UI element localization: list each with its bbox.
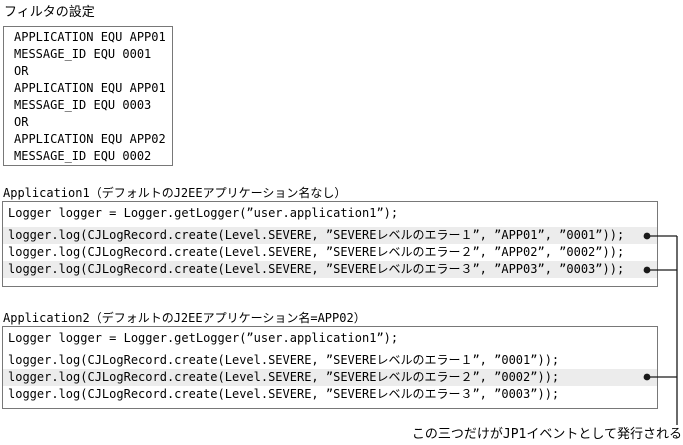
filter-or-line: OR [14, 115, 29, 129]
filter-condition-line: MESSAGE_ID EQU 0003 [14, 98, 152, 112]
application1-log-line-1: logger.log(CJLogRecord.create(Level.SEVE… [3, 227, 657, 244]
filter-or-line: OR [14, 64, 29, 78]
filter-condition-line: MESSAGE_ID EQU 0001 [14, 47, 152, 61]
filter-settings-box: APPLICATION EQU APP01 MESSAGE_ID EQU 000… [3, 26, 173, 166]
application2-logger-line: Logger logger = Logger.getLogger(”user.a… [8, 331, 399, 345]
application1-label: Application1（デフォルトのJ2EEアプリケーション名なし） [3, 186, 347, 200]
filter-condition-line: MESSAGE_ID EQU 0002 [14, 149, 152, 163]
filter-condition-line: APPLICATION EQU APP02 [14, 132, 166, 146]
application2-code-box: Logger logger = Logger.getLogger(”user.a… [2, 326, 658, 409]
application2-log-line-1: logger.log(CJLogRecord.create(Level.SEVE… [8, 353, 560, 367]
filter-settings-title: フィルタの設定 [4, 5, 95, 20]
application2-log-line-2: logger.log(CJLogRecord.create(Level.SEVE… [3, 369, 657, 386]
application2-label: Application2（デフォルトのJ2EEアプリケーション名=APP02） [3, 311, 366, 325]
application1-logger-line: Logger logger = Logger.getLogger(”user.a… [8, 206, 399, 220]
application1-log-line-3: logger.log(CJLogRecord.create(Level.SEVE… [3, 261, 657, 278]
filter-condition-line: APPLICATION EQU APP01 [14, 30, 166, 44]
application1-log-line-2: logger.log(CJLogRecord.create(Level.SEVE… [8, 245, 625, 259]
application2-log-line-3: logger.log(CJLogRecord.create(Level.SEVE… [8, 387, 560, 401]
jp1-event-caption: この三つだけがJP1イベントとして発行される [411, 427, 682, 442]
application1-code-box: Logger logger = Logger.getLogger(”user.a… [2, 201, 658, 287]
filter-condition-line: APPLICATION EQU APP01 [14, 81, 166, 95]
